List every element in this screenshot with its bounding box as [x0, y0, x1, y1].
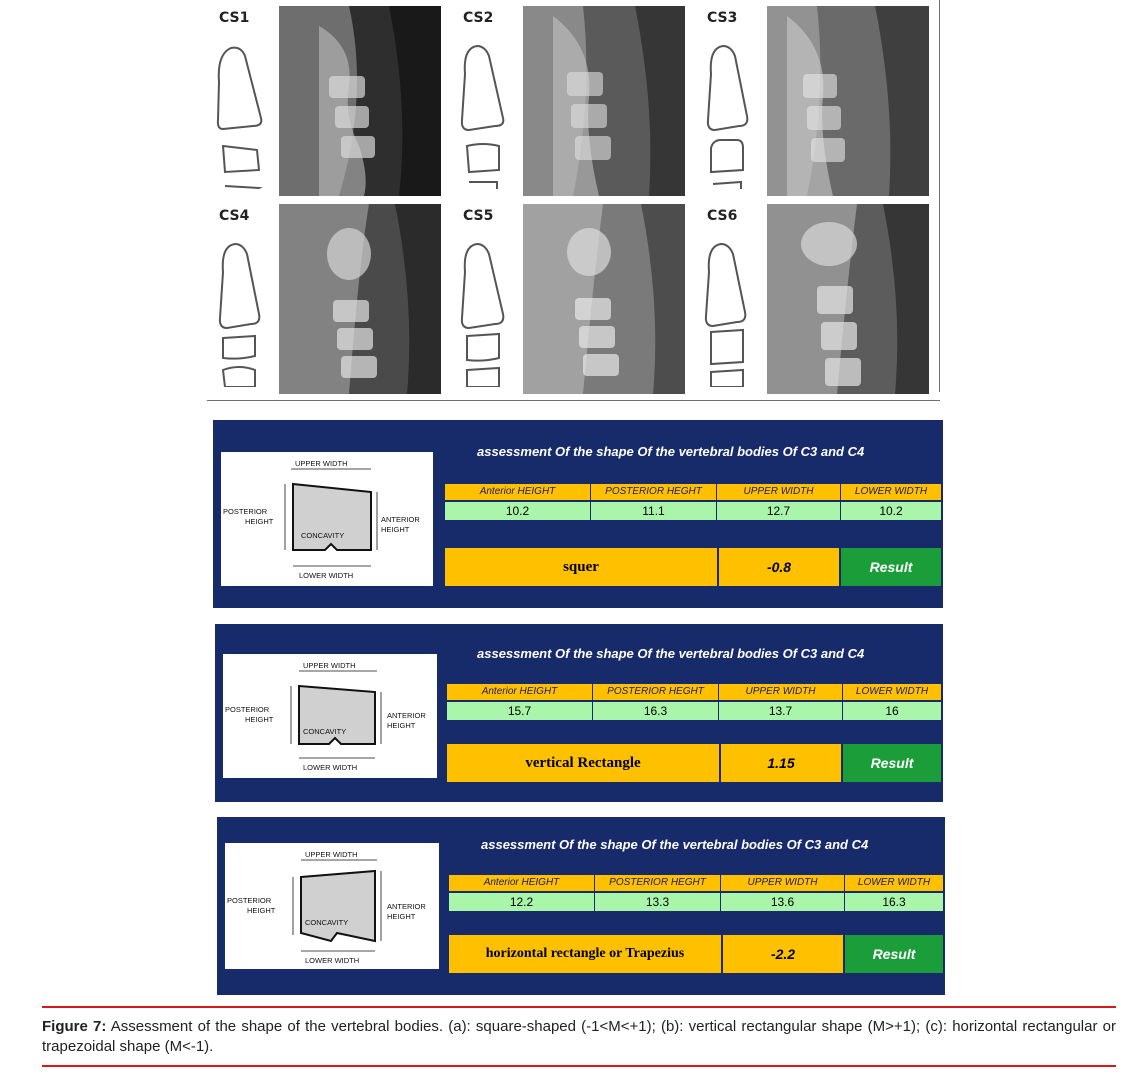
cs3-cell: CS3: [695, 0, 939, 196]
vertebra-measurement-diagram: UPPER WIDTH POSTERIOR HEIGHT ANTERIOR HE…: [223, 654, 437, 778]
height-label-right: HEIGHT: [387, 721, 416, 730]
figure-border: [207, 400, 940, 401]
shape-result: squer: [445, 548, 717, 586]
header-upper-width: UPPER WIDTH: [719, 684, 843, 700]
cs5-vertebra-outline: [460, 242, 505, 387]
assessment-panel-b: UPPER WIDTH POSTERIOR HEIGHT ANTERIOR HE…: [215, 624, 943, 802]
lower-width-label: LOWER WIDTH: [303, 763, 357, 772]
cs4-vertebra-outline: [218, 242, 261, 387]
cs2-cell: CS2: [451, 0, 695, 196]
vertebra-measurement-diagram: UPPER WIDTH POSTERIOR HEIGHT ANTERIOR HE…: [225, 843, 439, 969]
header-posterior-height: POSTERIOR HEGHT: [595, 875, 721, 891]
cs3-label: CS3: [707, 10, 738, 26]
cs5-label: CS5: [463, 208, 494, 224]
height-label-left: HEIGHT: [245, 715, 274, 724]
cs3-vertebra-outline: [706, 44, 749, 189]
panel-title: assessment Of the shape Of the vertebral…: [481, 837, 869, 852]
header-posterior-height: POSTERIOR HEGHT: [591, 484, 717, 500]
result-label: Result: [841, 548, 941, 586]
cs2-vertebra-outline: [460, 44, 505, 189]
lower-width-label: LOWER WIDTH: [305, 956, 359, 965]
result-label: Result: [845, 935, 943, 973]
cs4-label: CS4: [219, 208, 250, 224]
height-label-right: HEIGHT: [387, 912, 416, 921]
cs4-cell: CS4: [207, 198, 451, 394]
upper-width-label: UPPER WIDTH: [305, 850, 358, 859]
anterior-label: ANTERIOR: [381, 515, 420, 524]
m-index-value: -0.8: [719, 548, 839, 586]
m-index-value: 1.15: [721, 744, 841, 782]
concavity-label: CONCAVITY: [301, 531, 344, 540]
posterior-label: POSTERIOR: [227, 896, 272, 905]
header-lower-width: LOWER WIDTH: [843, 684, 941, 700]
anterior-label: ANTERIOR: [387, 902, 426, 911]
cs1-cell: CS1: [207, 0, 451, 196]
header-upper-width: UPPER WIDTH: [717, 484, 841, 500]
upper-width-label: UPPER WIDTH: [295, 459, 348, 468]
cs6-vertebra-outline: [704, 242, 747, 387]
value-posterior-height: 11.1: [591, 502, 717, 520]
anterior-label: ANTERIOR: [387, 711, 426, 720]
radiograph-figure: CS1 CS2: [207, 0, 940, 402]
header-posterior-height: POSTERIOR HEGHT: [593, 684, 719, 700]
panel-title: assessment Of the shape Of the vertebral…: [477, 646, 865, 661]
result-label: Result: [843, 744, 941, 782]
header-lower-width: LOWER WIDTH: [841, 484, 941, 500]
assessment-panel-a: UPPER WIDTH POSTERIOR HEIGHT ANTERIOR HE…: [213, 420, 943, 608]
value-anterior-height: 10.2: [445, 502, 591, 520]
value-lower-width: 16: [843, 702, 941, 720]
cs6-radiograph: [767, 204, 929, 394]
cs6-cell: CS6: [695, 198, 939, 394]
header-anterior-height: Anterior HEIGHT: [445, 484, 591, 500]
cs5-radiograph: [523, 204, 685, 394]
panel-title: assessment Of the shape Of the vertebral…: [477, 444, 865, 459]
caption-label: Figure 7:: [42, 1018, 107, 1035]
value-lower-width: 16.3: [845, 893, 943, 911]
caption-rule-top: [42, 1006, 1116, 1008]
height-label-right: HEIGHT: [381, 525, 410, 534]
caption-text: Assessment of the shape of the vertebral…: [42, 1018, 1116, 1055]
height-label-left: HEIGHT: [247, 906, 276, 915]
value-anterior-height: 12.2: [449, 893, 595, 911]
figure-border: [939, 0, 940, 392]
cs2-label: CS2: [463, 10, 494, 26]
posterior-label: POSTERIOR: [223, 507, 268, 516]
value-upper-width: 13.6: [721, 893, 845, 911]
cs4-radiograph: [279, 204, 441, 394]
header-lower-width: LOWER WIDTH: [845, 875, 943, 891]
shape-result: horizontal rectangle or Trapezius: [449, 935, 721, 973]
cs6-label: CS6: [707, 208, 738, 224]
cs2-radiograph: [523, 6, 685, 196]
concavity-label: CONCAVITY: [303, 727, 346, 736]
value-posterior-height: 16.3: [593, 702, 719, 720]
height-label-left: HEIGHT: [245, 517, 274, 526]
posterior-label: POSTERIOR: [225, 705, 270, 714]
value-posterior-height: 13.3: [595, 893, 721, 911]
value-anterior-height: 15.7: [447, 702, 593, 720]
shape-result: vertical Rectangle: [447, 744, 719, 782]
vertebra-measurement-diagram: UPPER WIDTH POSTERIOR HEIGHT ANTERIOR HE…: [221, 452, 433, 586]
cs1-vertebra-outline: [216, 46, 263, 189]
lower-width-label: LOWER WIDTH: [299, 571, 353, 580]
value-lower-width: 10.2: [841, 502, 941, 520]
caption-rule-bottom: [42, 1065, 1116, 1067]
header-anterior-height: Anterior HEIGHT: [447, 684, 593, 700]
header-upper-width: UPPER WIDTH: [721, 875, 845, 891]
cs3-radiograph: [767, 6, 929, 196]
cs5-cell: CS5: [451, 198, 695, 394]
value-upper-width: 13.7: [719, 702, 843, 720]
header-anterior-height: Anterior HEIGHT: [449, 875, 595, 891]
concavity-label: CONCAVITY: [305, 918, 348, 927]
value-upper-width: 12.7: [717, 502, 841, 520]
m-index-value: -2.2: [723, 935, 843, 973]
assessment-panel-c: UPPER WIDTH POSTERIOR HEIGHT ANTERIOR HE…: [217, 817, 945, 995]
upper-width-label: UPPER WIDTH: [303, 661, 356, 670]
figure-caption: Figure 7: Assessment of the shape of the…: [42, 1017, 1116, 1057]
cs1-label: CS1: [219, 10, 250, 26]
cs1-radiograph: [279, 6, 441, 196]
